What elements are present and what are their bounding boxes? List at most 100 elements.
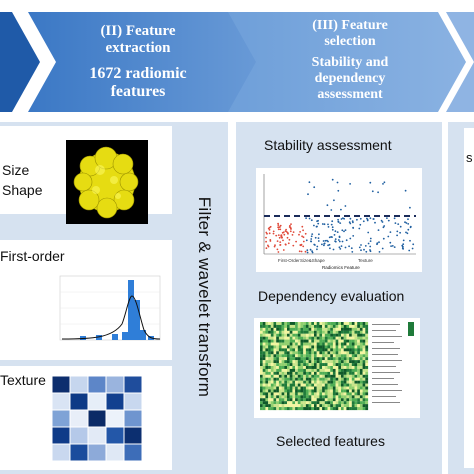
heatmap-cell (262, 366, 266, 370)
heatmap-cell (295, 345, 298, 349)
heatmap-cell (308, 363, 312, 367)
heatmap-cell (273, 377, 277, 381)
heatmap-cell (324, 398, 328, 402)
heatmap-cell (308, 366, 312, 370)
heatmap-cell (300, 368, 304, 372)
heatmap-cell (351, 333, 355, 337)
heatmap-cell (303, 330, 306, 334)
stage3-line4: dependency (314, 71, 386, 87)
heatmap-cell (281, 322, 285, 326)
heatmap-cell (335, 322, 339, 326)
heatmap-cell (268, 377, 271, 381)
heatmap-cell (338, 345, 342, 349)
heatmap-cell (270, 395, 274, 399)
heatmap-cell (284, 380, 288, 384)
heatmap-cell (332, 392, 336, 396)
stage3-line3: Stability and (311, 55, 389, 71)
heatmap-cell (330, 371, 333, 375)
next-stage-text: s (466, 150, 473, 165)
heatmap-cell (319, 368, 323, 372)
heatmap-cell (316, 404, 320, 408)
heatmap-cell (335, 324, 339, 328)
heatmap-cell (278, 342, 282, 346)
heatmap-cell (260, 322, 263, 326)
heatmap-cell (289, 371, 293, 375)
heatmap-cell (359, 386, 363, 390)
heatmap-cell (308, 386, 312, 390)
heatmap-cell (314, 407, 317, 411)
stage2-line2: extraction (105, 39, 171, 56)
heatmap-cell (332, 327, 336, 331)
heatmap-cell (303, 401, 306, 405)
heatmap-cell (362, 392, 366, 396)
heatmap-cell (305, 389, 309, 393)
heatmap-cell (268, 345, 271, 349)
heatmap-cell (276, 401, 279, 405)
heatmap-cell (260, 407, 263, 411)
heatmap-cell (278, 404, 282, 408)
scatter-point (341, 229, 344, 232)
heatmap-cell (362, 371, 366, 375)
heatmap-cell (338, 392, 342, 396)
transform-label: Filter & wavelet transform (195, 196, 214, 398)
heatmap-cell (295, 380, 298, 384)
heatmap-cell (292, 357, 296, 361)
heatmap-cell (314, 339, 317, 343)
heatmap-cell (276, 404, 279, 408)
heatmap-cell (287, 404, 290, 408)
scatter-point (381, 221, 384, 223)
heatmap-cell (262, 374, 266, 378)
heatmap-cell (324, 333, 328, 337)
heatmap-cell (359, 366, 363, 370)
heatmap-cell (351, 330, 355, 334)
heatmap-cell (335, 366, 339, 370)
heatmap-cell (300, 407, 304, 411)
heatmap-cell (289, 333, 293, 337)
heatmap-cell (314, 368, 317, 372)
heatmap-cell (349, 357, 352, 361)
scatter-point (321, 243, 323, 246)
heatmap-cell (338, 404, 342, 408)
heatmap-cell (281, 339, 285, 343)
heatmap-cell (330, 395, 333, 399)
heatmap-cell (308, 336, 312, 340)
heatmap-cell (281, 389, 285, 393)
heatmap-cell (292, 380, 296, 384)
heatmap-cell (265, 327, 269, 331)
heatmap-cell (346, 395, 350, 399)
stage3-line1: (III) Feature (312, 18, 388, 33)
heatmap-cell (346, 386, 350, 390)
heatmap-cell (314, 371, 317, 375)
scatter-point (302, 236, 305, 239)
scatter-group-firstorder: First-Order (278, 258, 300, 263)
heatmap-cell (260, 354, 263, 358)
heatmap-cell (351, 360, 355, 364)
heatmap-cell (278, 345, 282, 349)
heatmap-cell (330, 327, 333, 331)
heatmap-cell (303, 392, 306, 396)
scatter-point (277, 226, 279, 229)
heatmap-cell (351, 342, 355, 346)
heatmap-cell (330, 322, 333, 326)
heatmap-cell (295, 322, 298, 326)
heatmap-cell (305, 354, 309, 358)
heatmap-cell (341, 407, 344, 411)
heatmap-cell (287, 389, 290, 393)
heatmap-cell (357, 398, 360, 402)
heatmap-cell (289, 345, 293, 349)
heatmap-cell (303, 354, 306, 358)
heatmap-cell (343, 324, 347, 328)
heatmap-cell (287, 371, 290, 375)
heatmap-cell (305, 395, 309, 399)
heatmap-cell (327, 371, 331, 375)
heatmap-cell (314, 386, 317, 390)
heatmap-cell (335, 357, 339, 361)
heatmap-cell (284, 348, 288, 352)
heatmap-cell (278, 351, 282, 355)
scatter-point (391, 245, 394, 247)
heatmap-cell (343, 327, 347, 331)
heatmap-cell (359, 371, 363, 375)
heatmap-cell (346, 383, 350, 387)
heatmap-cell (332, 404, 336, 408)
heatmap-cell (357, 345, 360, 349)
